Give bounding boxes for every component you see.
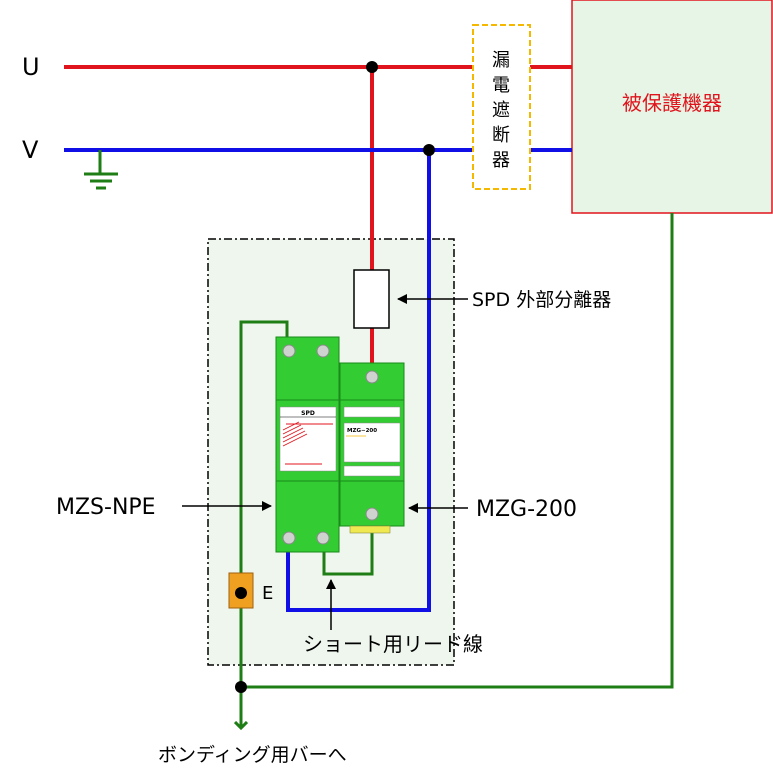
e-terminal-label: E [262, 583, 273, 604]
spd-disconnector-label: SPD 外部分離器 [472, 289, 611, 311]
u-line-label: U [22, 53, 40, 81]
bonding-junction-dot [235, 681, 247, 693]
mzs-npe-module: SPD [275, 336, 340, 553]
mzs-top-ground-wire [239, 320, 289, 715]
breaker-char-1: 漏 [492, 50, 510, 71]
spd-external-disconnector [353, 269, 390, 329]
v-drop [286, 150, 431, 612]
leakage-breaker-box [472, 24, 531, 190]
short-lead-wire [322, 527, 374, 576]
mzg-face-title: MZG−200 [347, 428, 377, 434]
mzs-npe-label: MZS-NPE [56, 495, 156, 520]
protected-device-box [571, 0, 773, 214]
v-line-label: V [22, 136, 39, 164]
short-lead-label: ショート用リード線 [303, 632, 483, 656]
breaker-char-2: 電 [492, 75, 510, 96]
mzg-200-module: MZG−200 [339, 362, 405, 534]
protected-device-ground-wire [241, 213, 674, 689]
spd-face-title: SPD [301, 410, 315, 417]
breaker-char-3: 遮 [492, 100, 510, 121]
breaker-char-5: 器 [492, 150, 510, 171]
e-terminal-dot [235, 587, 247, 599]
ground-symbol-icon [84, 150, 118, 190]
bonding-bar-label: ボンディング用バーへ [158, 744, 347, 766]
breaker-char-4: 断 [492, 125, 510, 146]
v-junction-dot [423, 144, 435, 156]
mzg-200-label: MZG-200 [476, 497, 577, 522]
protected-device-label: 被保護機器 [622, 91, 722, 115]
u-junction-dot [366, 61, 378, 73]
